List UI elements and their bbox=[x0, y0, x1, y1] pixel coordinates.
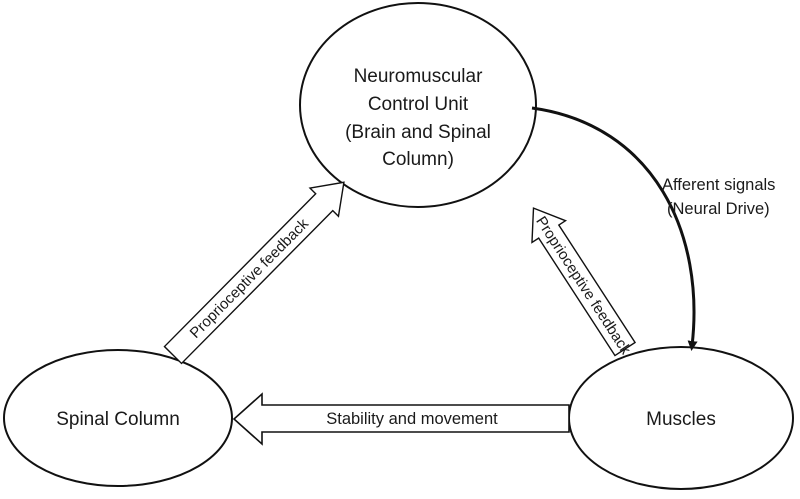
node-control-unit: Neuromuscular Control Unit (Brain and Sp… bbox=[299, 2, 537, 208]
node-control-unit-line-2: Control Unit bbox=[368, 94, 469, 115]
node-control-unit-line-1: Neuromuscular bbox=[354, 66, 483, 87]
edge-feedback-left-label: Proprioceptive feedback bbox=[187, 215, 313, 342]
node-spinal-column-label: Spinal Column bbox=[56, 409, 180, 430]
node-spinal-column-shape bbox=[3, 349, 233, 487]
edge-afferent-arrow bbox=[531, 106, 698, 351]
node-spinal-column: Spinal Column bbox=[3, 349, 233, 487]
node-muscles: Muscles bbox=[568, 346, 794, 490]
edge-afferent-line-1: Afferent signals bbox=[662, 176, 775, 194]
edge-stability-label: Stability and movement bbox=[326, 410, 498, 428]
edge-stability: Stability and movement bbox=[232, 392, 570, 446]
node-control-unit-shape bbox=[299, 2, 537, 208]
node-muscles-label: Muscles bbox=[646, 409, 716, 430]
edge-afferent: Afferent signals (Neural Drive) bbox=[531, 106, 775, 351]
edge-feedback-right-arrow bbox=[531, 207, 637, 357]
edge-feedback-right-label: Proprioceptive feedback bbox=[532, 213, 634, 358]
node-control-unit-line-3: (Brain and Spinal bbox=[345, 122, 491, 143]
edge-afferent-line-2: (Neural Drive) bbox=[667, 200, 770, 218]
node-control-unit-line-4: Column) bbox=[382, 149, 454, 170]
edge-feedback-left-arrow bbox=[163, 181, 345, 365]
edge-feedback-right: Proprioceptive feedback bbox=[531, 207, 637, 358]
edge-stability-arrow bbox=[232, 392, 570, 446]
edge-feedback-left: Proprioceptive feedback bbox=[163, 181, 345, 365]
